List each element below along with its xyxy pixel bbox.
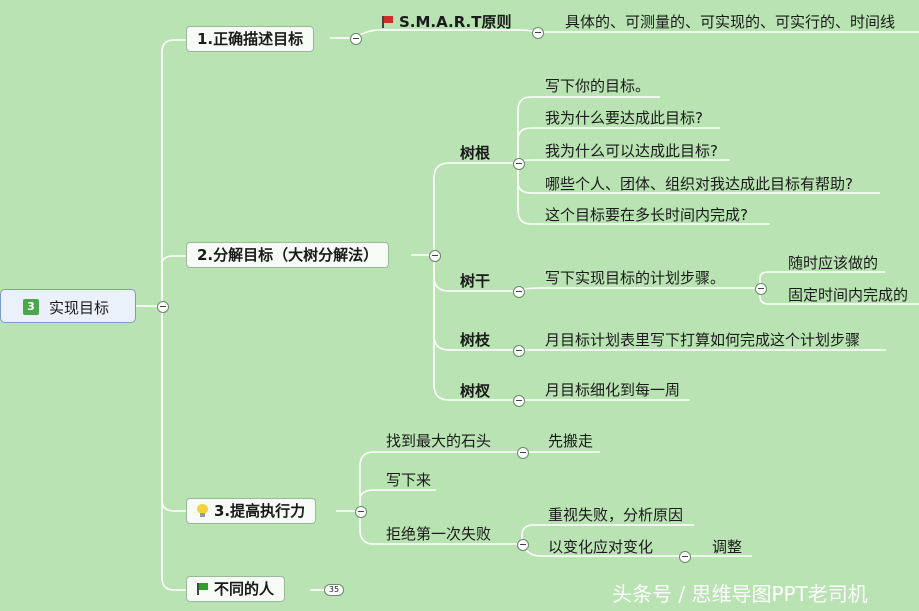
topic-different-people[interactable]: 不同的人 — [186, 576, 286, 602]
central-topic[interactable]: 3 实现目标 — [0, 289, 136, 323]
topic-branch[interactable]: 树枝 — [460, 331, 491, 349]
collapse-toggle[interactable] — [157, 301, 169, 313]
collapse-toggle[interactable] — [350, 33, 362, 45]
twig-item[interactable]: 月目标细化到每一周 — [545, 381, 681, 399]
topic-label: 2.分解目标（大树分解法） — [197, 246, 379, 264]
green-flag-icon — [197, 583, 208, 595]
collapse-toggle[interactable] — [517, 447, 529, 459]
lightbulb-icon — [197, 504, 208, 517]
roots-item[interactable]: 这个目标要在多长时间内完成? — [545, 206, 748, 224]
roots-item[interactable]: 我为什么要达成此目标? — [545, 109, 703, 127]
topic-smart[interactable]: S.M.A.R.T原则 — [382, 13, 511, 31]
topic-smart-desc[interactable]: 具体的、可测量的、可实现的、可实行的、时间线 — [565, 13, 896, 31]
collapse-toggle[interactable] — [532, 27, 544, 39]
adjust-item[interactable]: 调整 — [712, 538, 743, 556]
topic-execution[interactable]: 3.提高执行力 — [186, 498, 317, 524]
collapse-toggle[interactable] — [755, 283, 767, 295]
roots-item[interactable]: 哪些个人、团体、组织对我达成此目标有帮助? — [545, 175, 853, 193]
collapsed-count-badge[interactable]: 35 — [324, 584, 344, 596]
trunk-item[interactable]: 写下实现目标的计划步骤。 — [545, 269, 726, 287]
topic-label: 3.提高执行力 — [214, 502, 306, 520]
topic-label: 1.正确描述目标 — [197, 30, 304, 48]
roots-item[interactable]: 写下你的目标。 — [545, 77, 651, 95]
collapse-toggle[interactable] — [679, 551, 691, 563]
branch-item[interactable]: 月目标计划表里写下打算如何完成这个计划步骤 — [545, 331, 861, 349]
topic-trunk[interactable]: 树干 — [460, 272, 491, 290]
stone-sub-item[interactable]: 先搬走 — [548, 432, 594, 450]
topic-decompose-goal[interactable]: 2.分解目标（大树分解法） — [186, 242, 390, 268]
collapse-toggle[interactable] — [429, 250, 441, 262]
topic-biggest-stone[interactable]: 找到最大的石头 — [386, 432, 492, 450]
topic-roots[interactable]: 树根 — [460, 144, 491, 162]
topic-twig[interactable]: 树杈 — [460, 382, 491, 400]
watermark: 头条号 / 思维导图PPT老司机 — [612, 582, 868, 606]
red-flag-icon — [382, 16, 393, 28]
reject-sub-item[interactable]: 以变化应对变化 — [548, 538, 654, 556]
collapse-toggle[interactable] — [513, 395, 525, 407]
topic-reject-failure[interactable]: 拒绝第一次失败 — [386, 525, 492, 543]
topic-write-down[interactable]: 写下来 — [386, 471, 432, 489]
collapse-toggle[interactable] — [513, 158, 525, 170]
topic-describe-goal[interactable]: 1.正确描述目标 — [186, 26, 315, 52]
collapse-toggle[interactable] — [513, 345, 525, 357]
reject-sub-item[interactable]: 重视失败，分析原因 — [548, 506, 684, 524]
collapse-toggle[interactable] — [355, 506, 367, 518]
central-topic-label: 实现目标 — [49, 299, 110, 317]
collapse-toggle[interactable] — [517, 539, 529, 551]
topic-label: 不同的人 — [214, 580, 275, 598]
trunk-sub-item[interactable]: 固定时间内完成的 — [788, 286, 909, 304]
roots-item[interactable]: 我为什么可以达成此目标? — [545, 142, 718, 160]
priority-number-icon: 3 — [23, 299, 39, 315]
trunk-sub-item[interactable]: 随时应该做的 — [788, 254, 879, 272]
collapse-toggle[interactable] — [513, 286, 525, 298]
